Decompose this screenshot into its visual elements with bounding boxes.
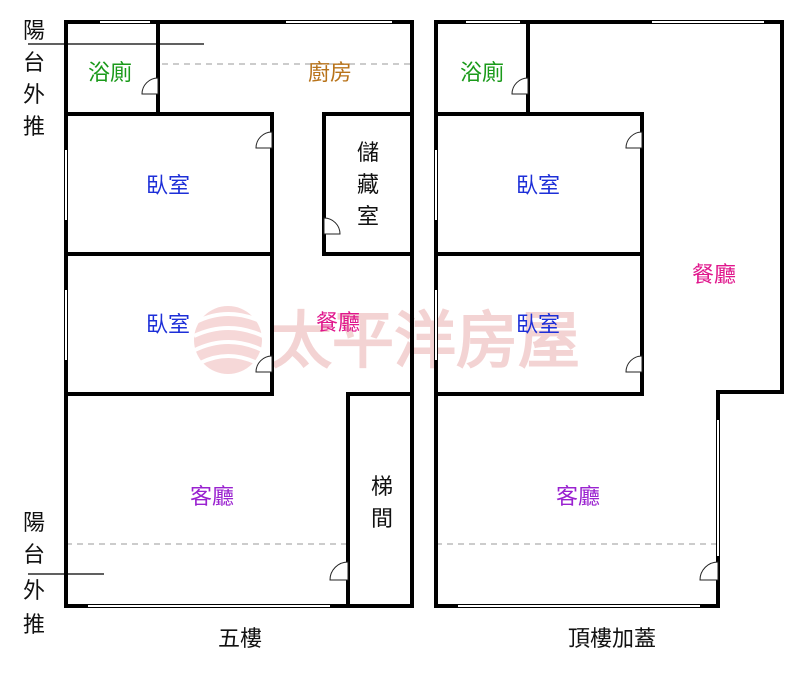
door-bedroom-1	[625, 131, 643, 149]
balcony-note-bottom: 陽 台 外 推	[23, 511, 104, 638]
room-label-kitchen: 廚房	[308, 61, 352, 86]
room-label-bedroom-1: 臥室	[146, 174, 190, 199]
room-label-storage-1: 儲	[357, 141, 379, 166]
door-stairs	[329, 561, 349, 581]
room-label-bedroom-2: 臥室	[516, 313, 560, 338]
room-label-living: 客廳	[190, 485, 234, 510]
room-label-storage-3: 室	[357, 205, 379, 230]
room-label-stairs-2: 間	[371, 507, 393, 532]
room-label-dining: 餐廳	[316, 311, 360, 336]
door-bedroom-1	[255, 131, 273, 149]
note-char: 陽	[23, 511, 45, 536]
room-label-bath: 浴廁	[88, 61, 132, 86]
watermark: 太平洋房屋	[193, 304, 580, 377]
room-label-dining: 餐廳	[692, 263, 736, 288]
room-label-storage-2: 藏	[357, 173, 379, 198]
door-bedroom-2	[625, 355, 643, 373]
note-char: 台	[23, 51, 45, 76]
balcony-note-top: 陽 台 外 推	[23, 19, 204, 140]
note-char: 外	[23, 579, 45, 604]
floor-5-plan: 浴廁 廚房 儲 藏 室 臥室 臥室 餐廳 客廳 梯 間 五樓	[64, 20, 414, 652]
floor-caption: 五樓	[218, 627, 262, 652]
floor-caption: 頂樓加蓋	[568, 627, 656, 652]
room-label-bedroom-2: 臥室	[146, 313, 190, 338]
door-bath	[141, 77, 159, 95]
note-char: 推	[23, 115, 45, 140]
door-bath	[511, 77, 529, 95]
room-label-living: 客廳	[556, 485, 600, 510]
door-bedroom-2	[255, 355, 273, 373]
watermark-text: 太平洋房屋	[270, 304, 580, 377]
note-char: 陽	[23, 19, 45, 44]
room-label-stairs-1: 梯	[371, 475, 393, 500]
wave-globe-logo	[193, 306, 264, 374]
room-label-bath: 浴廁	[460, 61, 504, 86]
note-char: 推	[23, 613, 45, 638]
note-char: 外	[23, 83, 45, 108]
door-storage	[323, 217, 341, 235]
door-entry	[699, 561, 719, 581]
room-label-bedroom-1: 臥室	[516, 174, 560, 199]
note-char: 台	[23, 543, 45, 568]
floor-roof-plan: 浴廁 臥室 臥室 餐廳 客廳 頂樓加蓋	[434, 20, 784, 652]
